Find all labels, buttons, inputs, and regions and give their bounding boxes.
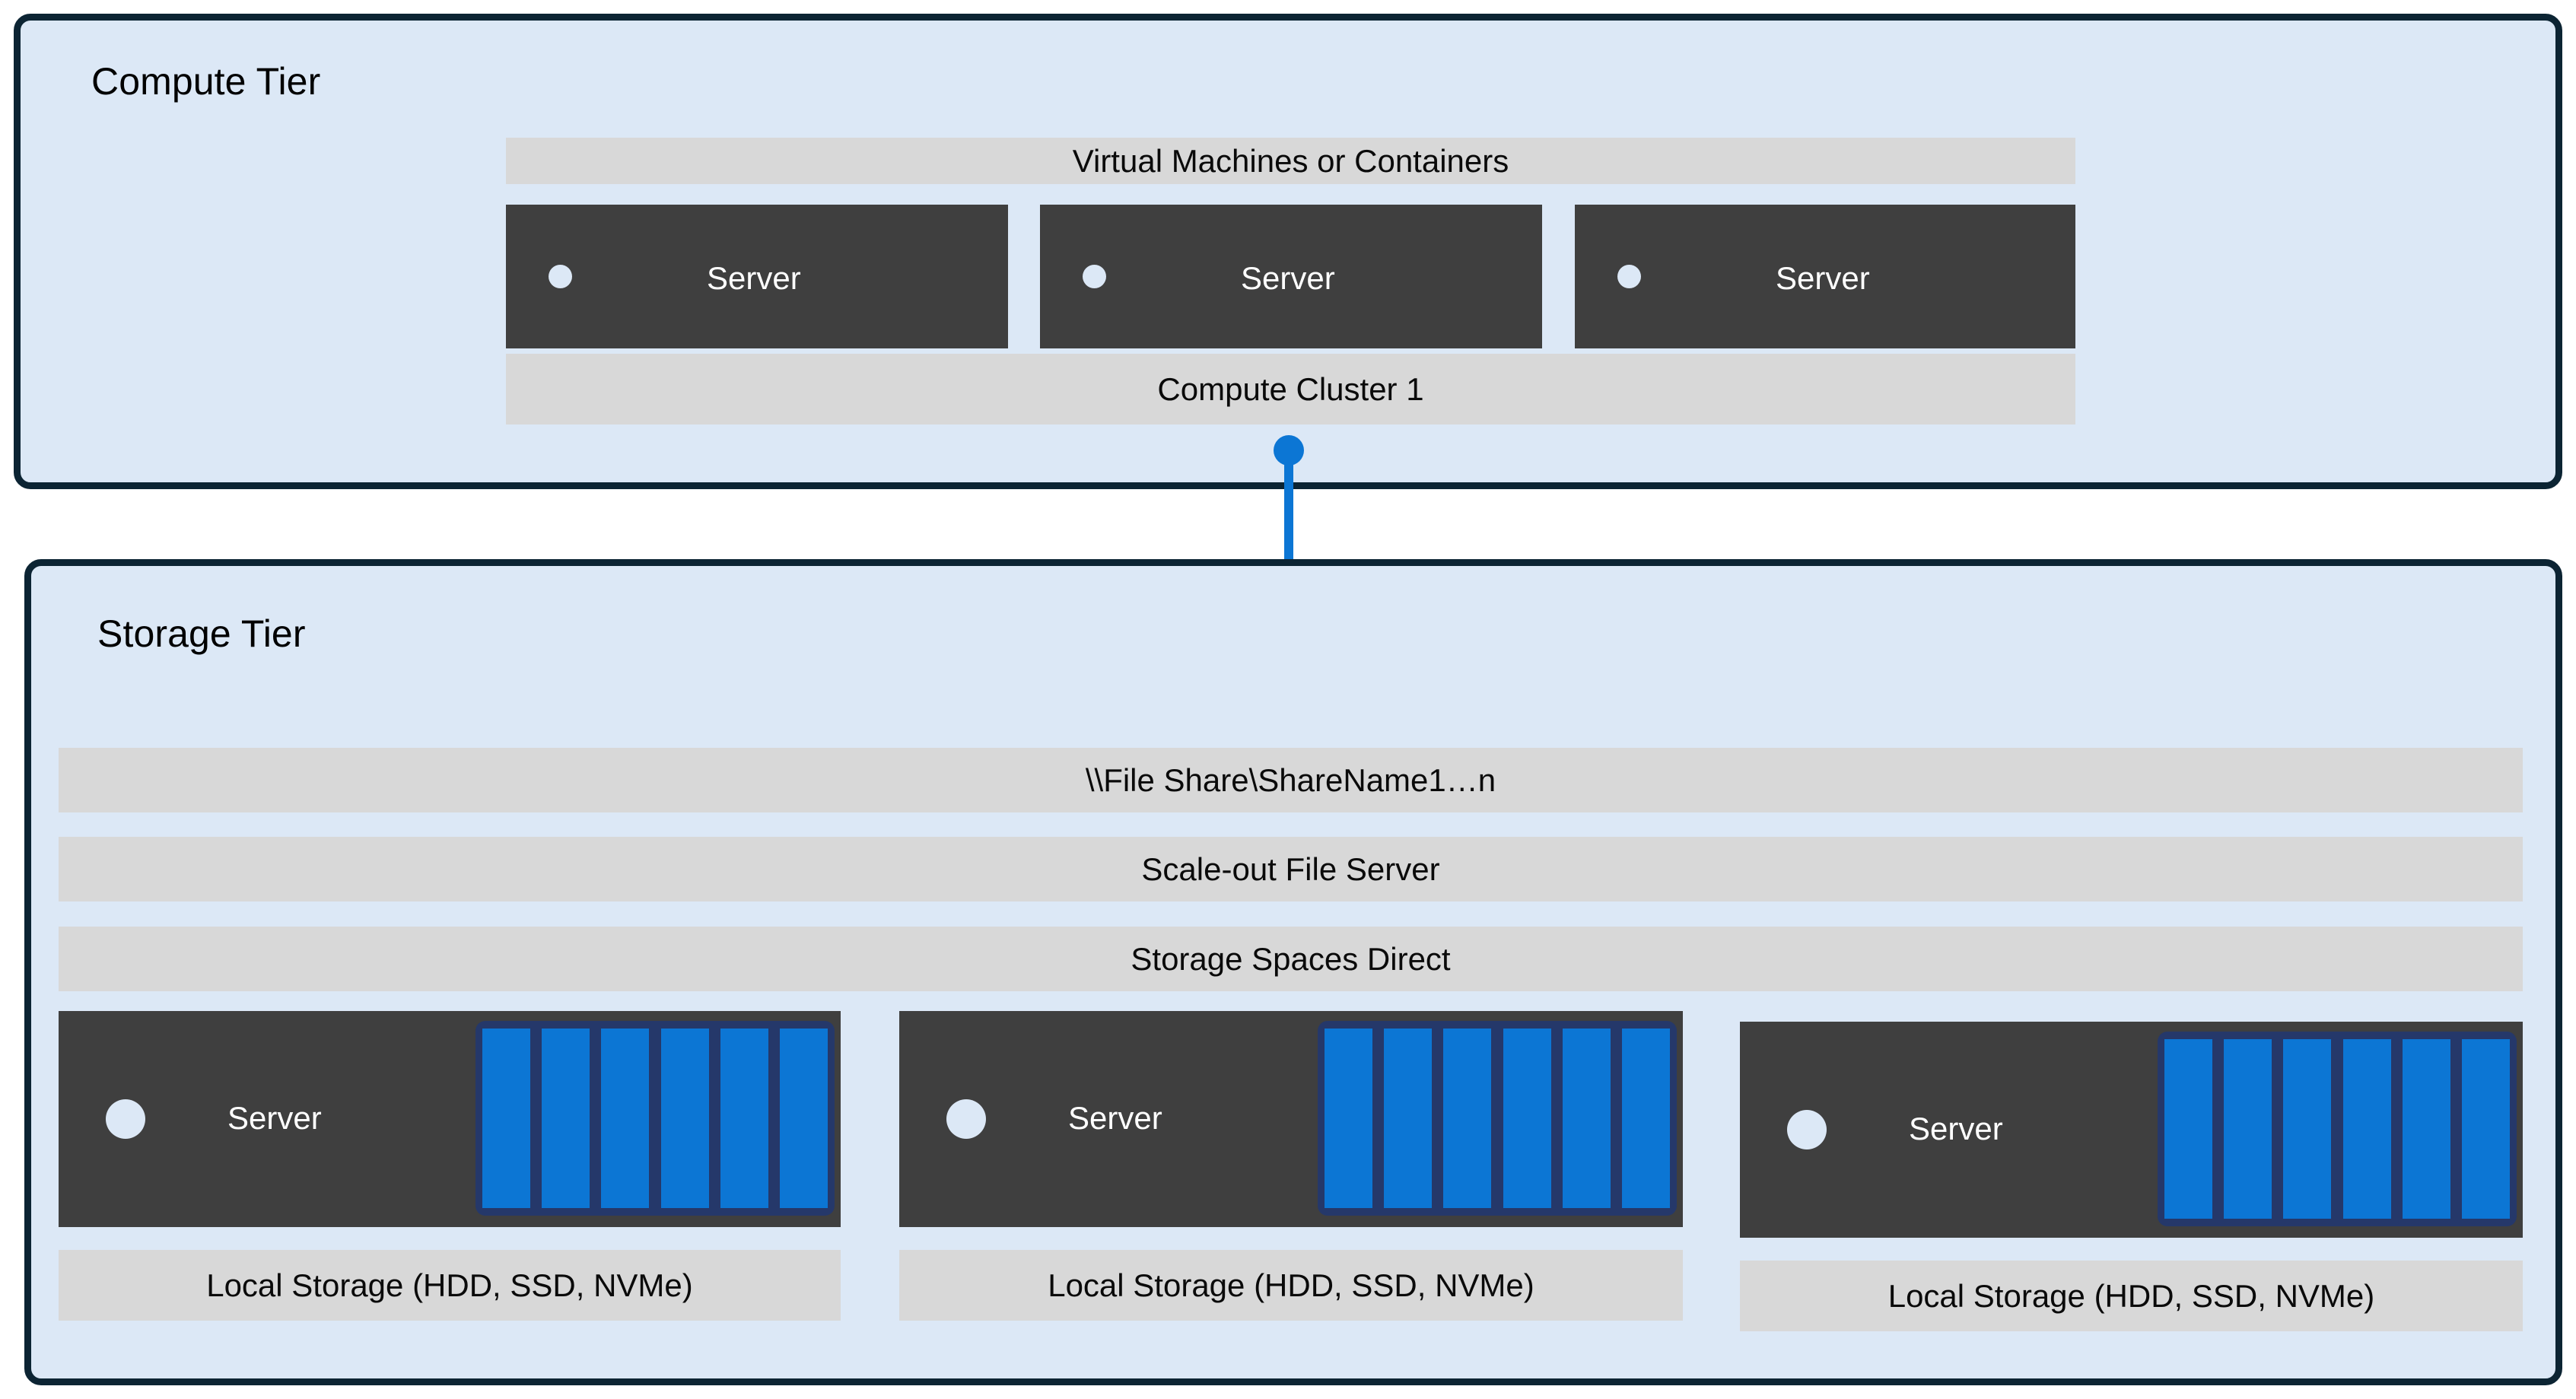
connector-dot-top-icon <box>1274 435 1304 466</box>
compute-cluster-band: Compute Cluster 1 <box>506 354 2075 424</box>
storage-server-node-2[interactable]: Server <box>899 1011 1683 1227</box>
disk-array-2 <box>1318 1021 1677 1216</box>
status-led-icon <box>1617 265 1641 288</box>
compute-server-node-1[interactable]: Server <box>506 205 1008 348</box>
compute-tier-title: Compute Tier <box>91 60 321 103</box>
virtual-machines-band: Virtual Machines or Containers <box>506 138 2075 184</box>
virtual-machines-band-label: Virtual Machines or Containers <box>1072 142 1509 179</box>
disk-bay-icon <box>779 1029 828 1208</box>
disk-bay-icon <box>1443 1029 1492 1208</box>
status-led-icon <box>946 1099 986 1139</box>
status-led-icon <box>1083 265 1106 288</box>
disk-bay-icon <box>2342 1039 2391 1219</box>
compute-server-node-3[interactable]: Server <box>1575 205 2075 348</box>
disk-bay-icon <box>1384 1029 1433 1208</box>
scale-out-file-server-band-label: Scale-out File Server <box>1141 851 1440 887</box>
storage-spaces-direct-band-label: Storage Spaces Direct <box>1131 940 1451 977</box>
disk-bay-icon <box>601 1029 650 1208</box>
file-share-band-label: \\File Share\ShareName1…n <box>1085 762 1496 798</box>
disk-bay-icon <box>1562 1029 1611 1208</box>
disk-bay-icon <box>1325 1029 1372 1208</box>
status-led-icon <box>549 265 572 288</box>
disk-array-3 <box>2158 1032 2517 1226</box>
disk-bay-icon <box>2461 1039 2510 1219</box>
disk-bay-icon <box>2402 1039 2450 1219</box>
storage-server-node-1[interactable]: Server <box>59 1011 841 1227</box>
local-storage-band-3: Local Storage (HDD, SSD, NVMe) <box>1740 1261 2523 1331</box>
disk-bay-icon <box>2224 1039 2272 1219</box>
local-storage-band-label-1: Local Storage (HDD, SSD, NVMe) <box>206 1267 693 1303</box>
storage-spaces-direct-band: Storage Spaces Direct <box>59 927 2523 991</box>
file-share-band: \\File Share\ShareName1…n <box>59 748 2523 812</box>
disk-bay-icon <box>1503 1029 1551 1208</box>
local-storage-band-1: Local Storage (HDD, SSD, NVMe) <box>59 1250 841 1321</box>
disk-bay-icon <box>542 1029 590 1208</box>
local-storage-band-label-2: Local Storage (HDD, SSD, NVMe) <box>1048 1267 1534 1303</box>
disk-bay-icon <box>2283 1039 2332 1219</box>
status-led-icon <box>106 1099 145 1139</box>
compute-server-label-1: Server <box>707 260 801 296</box>
disk-bay-icon <box>1621 1029 1670 1208</box>
compute-server-label-2: Server <box>1241 260 1335 296</box>
compute-server-label-3: Server <box>1776 260 1870 296</box>
storage-tier-title: Storage Tier <box>97 612 306 655</box>
disk-bay-icon <box>482 1029 530 1208</box>
compute-server-node-2[interactable]: Server <box>1040 205 1542 348</box>
local-storage-band-2: Local Storage (HDD, SSD, NVMe) <box>899 1250 1683 1321</box>
storage-server-label-2: Server <box>1068 1100 1162 1136</box>
scale-out-file-server-band: Scale-out File Server <box>59 837 2523 901</box>
disk-array-1 <box>475 1021 835 1216</box>
compute-cluster-band-label: Compute Cluster 1 <box>1157 370 1424 407</box>
local-storage-band-label-3: Local Storage (HDD, SSD, NVMe) <box>1887 1277 2375 1314</box>
storage-server-label-3: Server <box>1909 1111 2003 1146</box>
disk-bay-icon <box>2164 1039 2212 1219</box>
disk-bay-icon <box>660 1029 709 1208</box>
storage-server-label-1: Server <box>227 1100 322 1136</box>
status-led-icon <box>1787 1110 1827 1149</box>
storage-server-node-3[interactable]: Server <box>1740 1022 2523 1238</box>
disk-bay-icon <box>720 1029 768 1208</box>
